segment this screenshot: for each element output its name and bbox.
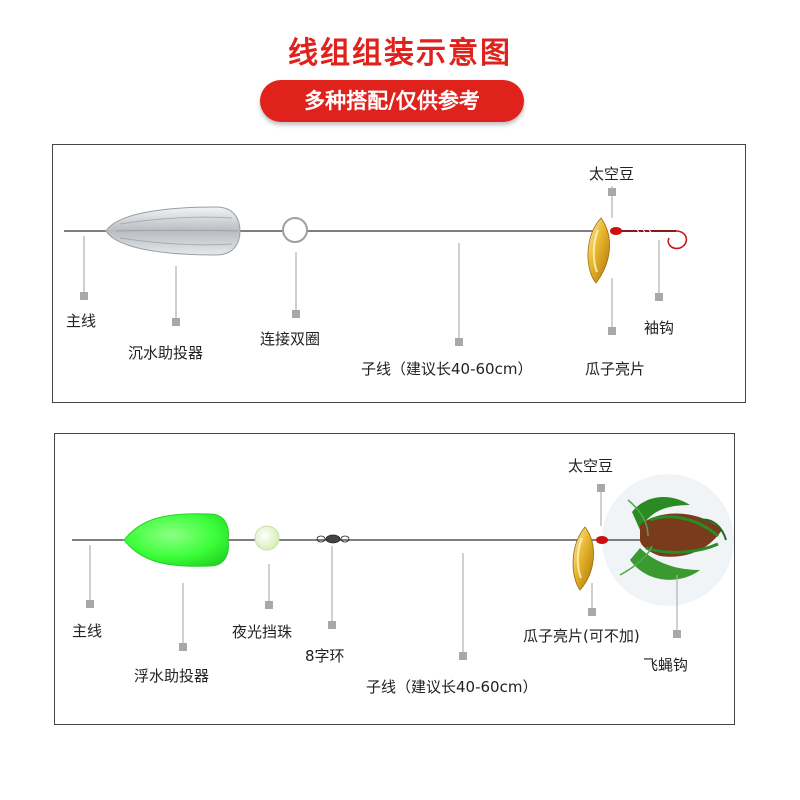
label-swivel: 8字环	[305, 647, 345, 665]
pointer-lines-1	[83, 186, 660, 340]
label-sinking-bubble: 沉水助投器	[128, 344, 204, 362]
pointer-lines-2	[89, 490, 678, 654]
space-bean-2	[596, 536, 608, 544]
label-sleeve-hook: 袖钩	[644, 319, 675, 337]
floating-bubble	[123, 513, 229, 567]
swivel	[316, 534, 350, 544]
label-leader-1: 子线（建议长40-60cm）	[361, 360, 533, 378]
page-title: 线组组装示意图	[288, 36, 512, 71]
label-double-ring: 连接双圈	[260, 330, 321, 348]
label-space-bean-1: 太空豆	[589, 165, 635, 183]
pointer-markers-1	[80, 188, 663, 346]
space-bean-1	[610, 227, 622, 235]
label-blade-1: 瓜子亮片	[585, 360, 646, 378]
label-floating-bubble: 浮水助投器	[134, 667, 210, 685]
pointer-markers-2	[86, 484, 681, 660]
double-ring	[282, 217, 308, 243]
label-leader-2: 子线（建议长40-60cm）	[366, 678, 538, 696]
glow-bead	[254, 525, 280, 551]
rig-panel-1	[52, 144, 746, 403]
label-blade-2: 瓜子亮片(可不加)	[523, 627, 640, 645]
subtitle-badge: 多种搭配/仅供参考	[260, 80, 524, 122]
label-fly-hook: 飞蝇钩	[643, 656, 689, 674]
sinking-bubble	[105, 206, 241, 256]
label-space-bean-2: 太空豆	[568, 457, 614, 475]
blade-spinner-2	[572, 526, 594, 591]
label-glow-bead: 夜光挡珠	[232, 623, 293, 641]
fly-hook	[607, 496, 727, 580]
label-main-line-1: 主线	[66, 312, 97, 330]
label-main-line-2: 主线	[72, 622, 103, 640]
sleeve-hook	[621, 227, 688, 250]
blade-spinner-1	[587, 217, 610, 284]
